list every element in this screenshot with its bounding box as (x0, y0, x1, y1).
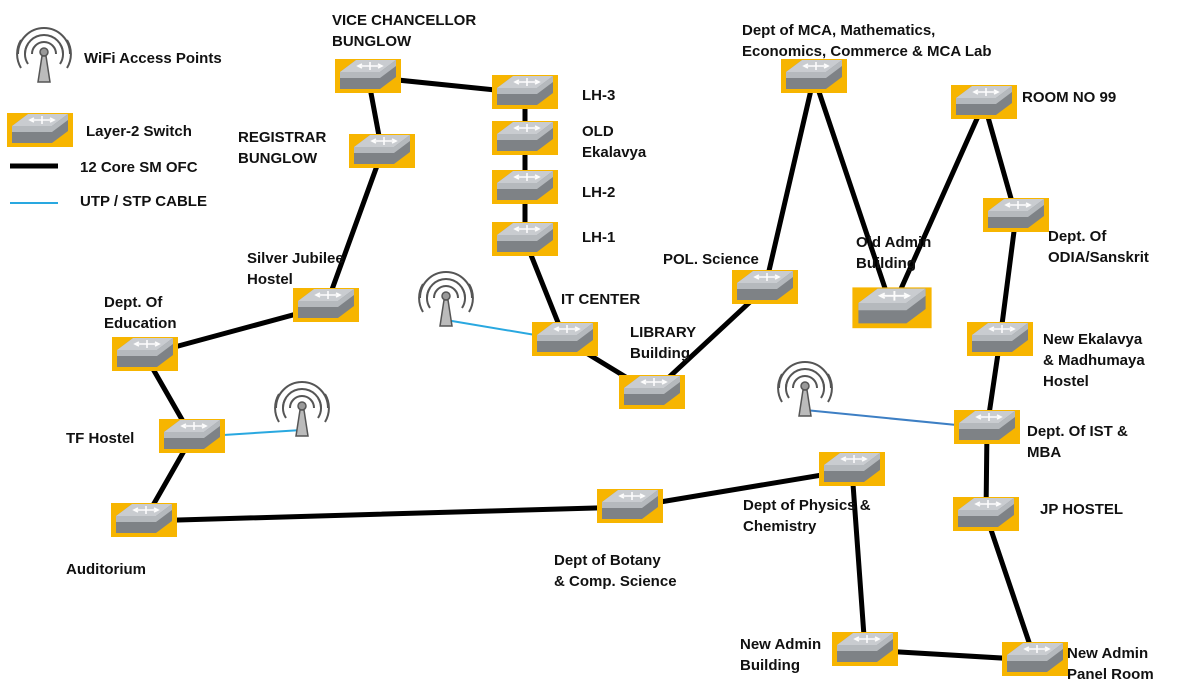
node-label-physics: Dept of Physics & Chemistry (743, 497, 871, 535)
switch-newadmin-icon (831, 631, 899, 667)
node-label-polsci: POL. Science (663, 251, 759, 268)
switch-itcenter-icon (531, 321, 599, 357)
node-label-oldadmin: Old Admin Building (856, 234, 932, 272)
switch-newekalavya-icon (966, 321, 1034, 357)
ofc-link-silver-registrar (323, 149, 385, 309)
ofc-link-newadmin-physics (849, 467, 868, 653)
switch-room99-icon (950, 84, 1018, 120)
switch-lh3-icon (491, 74, 559, 110)
ofc-link-polsci-mca (762, 74, 817, 291)
wifi-access-point-icon (16, 27, 72, 83)
switch-mca-icon (780, 58, 848, 94)
switch-vc-icon (334, 58, 402, 94)
node-label-panelroom: New Admin Panel Room (1067, 645, 1154, 683)
switch-education-icon (111, 336, 179, 372)
node-label-lh1: LH-1 (582, 229, 616, 246)
switch-jp-icon (952, 496, 1020, 532)
node-label-vc: VICE CHANCELLOR BUNGLOW (332, 12, 477, 50)
node-label-newekalavya: New Ekalavya & Madhumaya Hostel (1043, 331, 1145, 390)
node-label-auditorium: Auditorium (66, 561, 146, 578)
node-label-mca: Dept of MCA, Mathematics, Economics, Com… (742, 22, 992, 60)
switch-lh2-icon (491, 169, 559, 205)
node-label-registrar: REGISTRAR BUNGLOW (238, 129, 327, 167)
switch-registrar-icon (348, 133, 416, 169)
legend-wifi-label: WiFi Access Points (84, 50, 222, 67)
node-label-itcenter: IT CENTER (561, 291, 641, 308)
switch-polsci-icon (731, 269, 799, 305)
switch-oldadmin-icon (851, 286, 933, 330)
node-label-lh2: LH-2 (582, 184, 616, 201)
switch-botany-icon (596, 488, 664, 524)
ofc-link-oldadmin-room99 (889, 100, 987, 312)
switch-physics-icon (818, 451, 886, 487)
ofc-link-jp-panelroom (983, 512, 1038, 663)
ofc-link-botany-auditorium (141, 504, 633, 524)
node-label-tf: TF Hostel (66, 430, 135, 447)
node-label-education: Dept. Of Education (104, 294, 177, 332)
ofc-link-odia-newekalavya (997, 213, 1019, 343)
switch-odia-icon (982, 197, 1050, 233)
switch-tf-icon (158, 418, 226, 454)
node-label-odia: Dept. Of ODIA/Sanskrit (1048, 228, 1149, 266)
switch-ist-icon (953, 409, 1021, 445)
node-label-newadmin: New Admin Building (740, 636, 822, 674)
node-label-botany: Dept of Botany & Comp. Science (554, 552, 677, 590)
switch-panelroom-icon (1001, 641, 1069, 677)
ofc-link-mca-oldadmin (811, 74, 895, 312)
switch-auditorium-icon (110, 502, 178, 538)
node-label-jp: JP HOSTEL (1040, 501, 1124, 518)
ofc-link-room99-odia (981, 100, 1019, 219)
node-label-room99: ROOM NO 99 (1022, 89, 1117, 106)
wifi-tf-access-point-icon (274, 381, 330, 437)
wifi-right-access-point-icon (777, 361, 833, 417)
switch-library-icon (618, 374, 686, 410)
switch-silver-icon (292, 287, 360, 323)
node-label-oldeka: OLD Ekalavya (582, 123, 647, 161)
legend-utp-label: UTP / STP CABLE (80, 193, 207, 210)
node-label-lh3: LH-3 (582, 87, 616, 104)
ofc-link-physics-botany (627, 467, 855, 510)
node-label-silver: Silver Jubilee Hostel (247, 250, 344, 288)
legend-ofc-label: 12 Core SM OFC (80, 159, 198, 176)
layer-2-switch-icon (6, 112, 74, 148)
legend-switch-label: Layer-2 Switch (86, 123, 192, 140)
node-label-library: LIBRARY Building (630, 324, 697, 362)
wifi-left-access-point-icon (418, 271, 474, 327)
node-label-ist: Dept. Of IST & MBA (1027, 423, 1128, 461)
switch-lh1-icon (491, 221, 559, 257)
switch-oldeka-icon (491, 120, 559, 156)
legend (6, 27, 74, 204)
